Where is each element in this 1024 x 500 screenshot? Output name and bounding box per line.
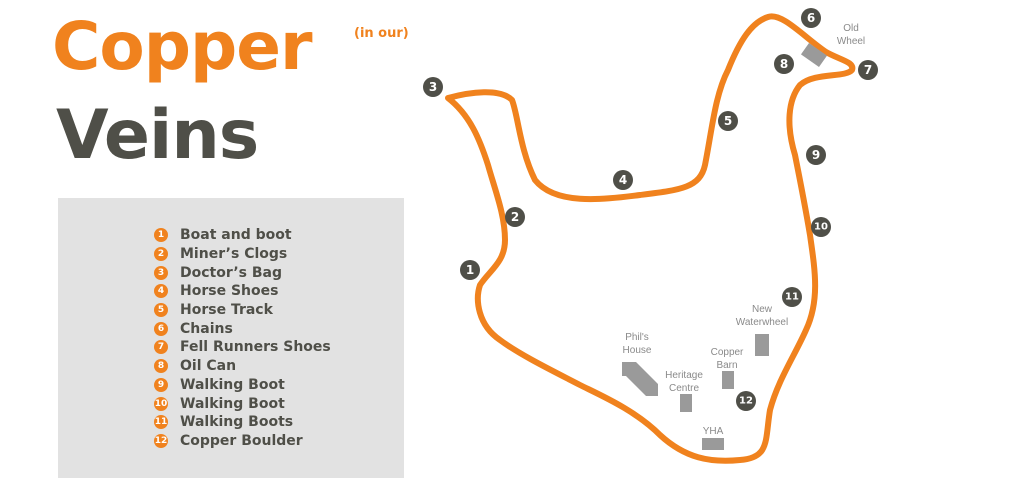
legend-item: 12 Copper Boulder	[154, 432, 331, 451]
legend-label: Horse Shoes	[180, 283, 279, 300]
legend-label: Doctor’s Bag	[180, 264, 283, 281]
title-veins: Veins	[56, 96, 259, 175]
old-wheel-building	[800, 42, 828, 68]
legend-item: 9 Walking Boot	[154, 376, 331, 395]
map-marker: 11	[782, 287, 802, 307]
legend-label: Boat and boot	[180, 227, 292, 244]
map-marker: 9	[806, 145, 826, 165]
map-marker: 10	[811, 217, 831, 237]
legend-label: Walking Boot	[180, 395, 285, 412]
svg-text:2: 2	[511, 210, 519, 224]
legend-label: Miner’s Clogs	[180, 246, 288, 263]
heritage-centre-building	[680, 394, 692, 412]
map-marker: 12	[736, 391, 756, 411]
legend-label: Horse Track	[180, 302, 273, 319]
place-label-yha: YHA	[703, 426, 724, 437]
svg-text:10: 10	[814, 222, 828, 233]
map-marker: 2	[505, 207, 525, 227]
legend-item: 2 Miner’s Clogs	[154, 245, 331, 264]
legend-number-badge: 10	[154, 396, 168, 411]
map-marker: 1	[460, 260, 480, 280]
svg-text:11: 11	[785, 292, 799, 303]
legend-number-badge: 2	[154, 247, 168, 262]
legend-number-badge: 4	[154, 284, 168, 299]
route-path	[445, 13, 856, 464]
legend-item: 1 Boat and boot	[154, 226, 331, 245]
phils-house-building	[622, 362, 658, 396]
legend-number-badge: 8	[154, 359, 168, 374]
legend-number-badge: 6	[154, 321, 168, 336]
legend-item: 8 Oil Can	[154, 357, 331, 376]
legend-item: 6 Chains	[154, 319, 331, 338]
legend-number-badge: 1	[154, 228, 168, 243]
legend-label: Copper Boulder	[180, 432, 303, 449]
legend-number-badge: 12	[154, 433, 168, 448]
legend-number-badge: 11	[154, 415, 168, 430]
legend-label: Oil Can	[180, 358, 237, 375]
legend-label: Walking Boot	[180, 376, 285, 393]
legend-panel: 1 Boat and boot 2 Miner’s Clogs 3 Doctor’s …	[58, 198, 404, 478]
svg-text:1: 1	[466, 263, 474, 277]
map-marker: 4	[613, 170, 633, 190]
copper-barn-building	[722, 371, 734, 389]
map-marker: 3	[423, 77, 443, 97]
yha-building	[702, 438, 724, 450]
svg-text:8: 8	[780, 57, 788, 71]
svg-text:6: 6	[807, 11, 815, 25]
svg-text:5: 5	[724, 114, 732, 128]
legend-item: 11 Walking Boots	[154, 413, 331, 432]
legend-label: Walking Boots	[180, 414, 294, 431]
legend-label: Fell Runners Shoes	[180, 339, 331, 356]
title-copper: Copper	[52, 8, 313, 85]
new-waterwheel-building	[755, 334, 769, 356]
map-marker: 5	[718, 111, 738, 131]
svg-text:3: 3	[429, 80, 437, 94]
legend-number-badge: 7	[154, 340, 168, 355]
legend-item: 5 Horse Track	[154, 301, 331, 320]
map-marker: 6	[801, 8, 821, 28]
legend-number-badge: 3	[154, 265, 168, 280]
legend-item: 7 Fell Runners Shoes	[154, 338, 331, 357]
svg-text:9: 9	[812, 148, 820, 162]
legend-item: 3 Doctor’s Bag	[154, 263, 331, 282]
legend-label: Chains	[180, 320, 233, 337]
svg-text:12: 12	[739, 396, 753, 407]
legend-item: 4 Horse Shoes	[154, 282, 331, 301]
svg-text:7: 7	[864, 63, 872, 77]
map-marker: 8	[774, 54, 794, 74]
legend-number-badge: 9	[154, 377, 168, 392]
map-marker: 7	[858, 60, 878, 80]
title-aside: (in our)	[354, 26, 409, 41]
legend-item: 10 Walking Boot	[154, 394, 331, 413]
legend-number-badge: 5	[154, 303, 168, 318]
svg-text:4: 4	[619, 173, 627, 187]
legend-list: 1 Boat and boot 2 Miner’s Clogs 3 Doctor’s …	[154, 226, 331, 450]
